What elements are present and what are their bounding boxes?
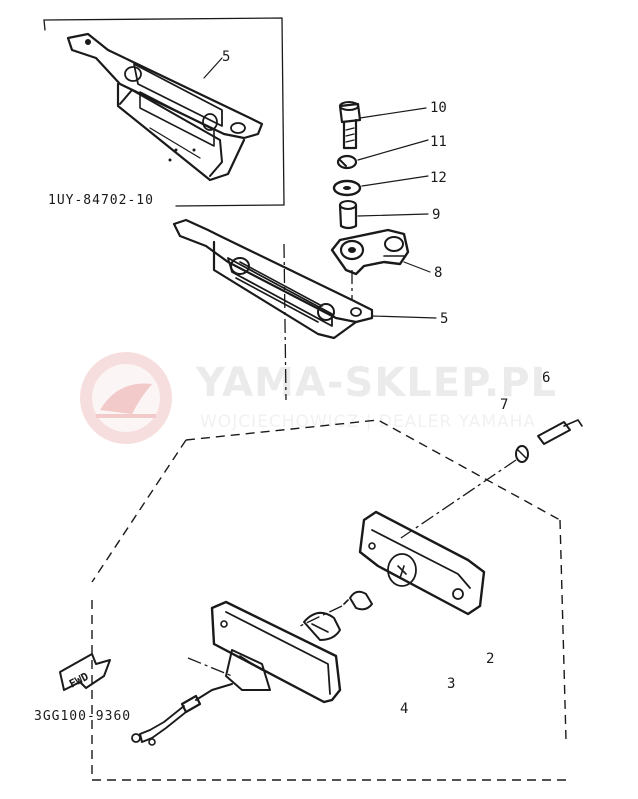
- main-bracket-part5: [172, 218, 374, 340]
- stay-part8: [330, 228, 410, 276]
- callout-3: 3: [447, 676, 455, 692]
- bolt-part10: [338, 101, 362, 150]
- leader-9: [357, 213, 429, 217]
- leader-5-mid: [371, 315, 437, 319]
- plate-boundary: [91, 419, 567, 781]
- screw-part7: [515, 445, 529, 463]
- watermark-brand: YAMA-SKLEP.PL: [195, 360, 557, 406]
- leader-12: [361, 175, 429, 187]
- alignment-line-vertical: [283, 243, 287, 401]
- callout-2: 2: [486, 651, 494, 667]
- alignment-line-screw: [397, 459, 517, 541]
- watermark-subtitle: WOJCIECHOWICZ | DEALER YAMAHA: [200, 412, 536, 432]
- callout-6: 6: [542, 370, 550, 386]
- watermark-logo: [80, 352, 172, 444]
- forward-direction-arrow: FWD: [59, 653, 111, 691]
- leader-5-top: [203, 57, 223, 79]
- leader-11: [357, 139, 429, 161]
- callout-10: 10: [430, 100, 447, 116]
- housing-part4: [210, 600, 342, 704]
- lens-part2: [358, 510, 486, 616]
- callout-5-top: 5: [222, 49, 230, 65]
- bulb-part3: [343, 590, 373, 611]
- watermark: YAMA-SKLEP.PL WOJCIECHOWICZ | DEALER YAM…: [80, 352, 557, 444]
- inset-bracket-part5: [66, 32, 264, 182]
- leader-10: [359, 107, 427, 119]
- leader-8: [403, 261, 431, 273]
- callout-5-mid: 5: [440, 311, 448, 327]
- inset-frame: [43, 17, 285, 207]
- alignment-line-wire: [187, 657, 233, 677]
- callout-7: 7: [500, 397, 508, 413]
- callout-4: 4: [400, 701, 408, 717]
- callout-9: 9: [432, 207, 440, 223]
- main-part-code: 3GG100-9360: [34, 709, 131, 724]
- washer-part12: [332, 179, 362, 197]
- callout-12: 12: [430, 170, 447, 186]
- callout-8: 8: [434, 265, 442, 281]
- socket-part6: [537, 419, 583, 445]
- collar-part9: [338, 200, 358, 230]
- wire-harness: [131, 683, 233, 746]
- lock-washer-part11: [336, 154, 358, 170]
- callout-11: 11: [430, 134, 447, 150]
- inset-part-code: 1UY-84702-10: [48, 193, 154, 208]
- alignment-line-bulb: [299, 605, 343, 627]
